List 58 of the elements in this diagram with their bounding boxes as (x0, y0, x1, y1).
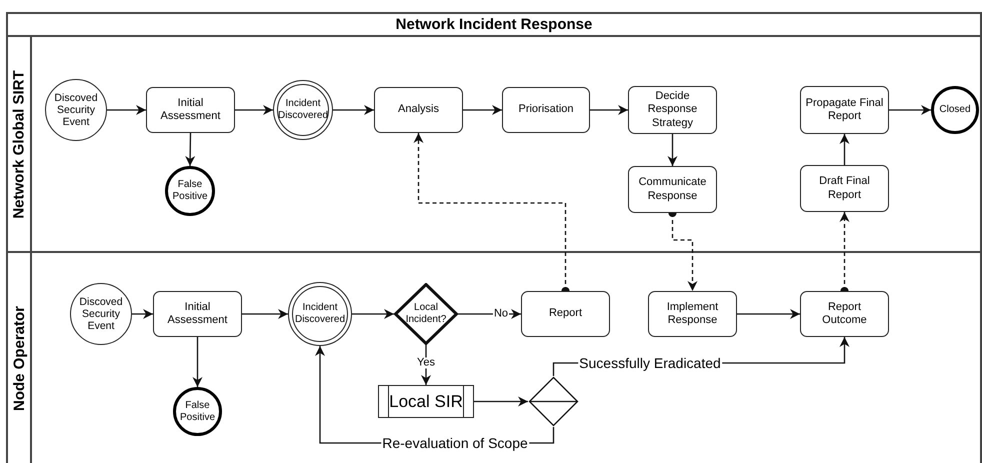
arrow (132, 309, 153, 319)
node-label: Report (548, 307, 582, 321)
edge-label: Re-evaluation of Scope (381, 436, 529, 450)
node-label: Incident Discovered (294, 302, 346, 326)
node-label: Discoved Security Event (53, 92, 99, 128)
edge-label: Sucessfully Eradicated (578, 356, 722, 370)
task-box (648, 291, 737, 337)
arrow (474, 396, 528, 406)
node-label: Initial Assessment (160, 96, 222, 124)
swimlane (8, 37, 980, 253)
task-box (628, 166, 717, 213)
arrow (737, 309, 800, 319)
node-label: Initial Assessment (166, 300, 228, 328)
node-label: False Positive (178, 400, 216, 424)
arrow (352, 309, 394, 319)
node-label: Local Incident? (404, 302, 448, 326)
arrow (590, 105, 628, 115)
arrow (333, 105, 374, 115)
subprocess-box (378, 385, 474, 418)
arrow (840, 134, 850, 165)
task-box (800, 86, 889, 134)
node-label: Discoved Security Event (78, 296, 124, 332)
arrow (185, 133, 196, 166)
node-label: Communicate Response (638, 176, 708, 203)
arrow (235, 105, 273, 115)
node-label: Priorisation (518, 103, 574, 117)
edge-label: No (492, 308, 510, 320)
task-box (374, 87, 463, 133)
decision-diamond (394, 283, 458, 345)
arrow (192, 337, 202, 387)
task-box (146, 87, 235, 133)
task-box (800, 165, 889, 212)
arrow (668, 134, 678, 166)
node-label: False Positive (171, 179, 208, 203)
lane-label: Network Global SIRT (12, 70, 26, 218)
pool-title: Network Incident Response (396, 17, 592, 32)
diamond-shape (528, 376, 579, 427)
arrow (107, 105, 146, 115)
node-label: Draft Final Report (818, 175, 871, 202)
node-label: Local SIR (389, 393, 463, 410)
task-box (800, 291, 889, 337)
edge-label: Yes (416, 358, 436, 368)
task-box (502, 87, 590, 133)
arrow (889, 105, 931, 115)
node-label: Decide Response Strategy (646, 90, 698, 130)
lane-label: Node Operator (12, 306, 26, 410)
node-label: Implement Response (666, 300, 720, 328)
node-label: Analysis (398, 103, 439, 117)
node-label: Propagate Final Report (805, 96, 884, 124)
node-label: Incident Discovered (276, 98, 330, 122)
task-box (521, 291, 610, 337)
node-label: Report Outcome (821, 300, 868, 328)
arrow (242, 309, 288, 319)
pool (6, 12, 982, 463)
task-box (628, 86, 717, 134)
task-box (153, 291, 242, 337)
node-label: Closed (939, 104, 971, 116)
arrow (463, 105, 502, 115)
